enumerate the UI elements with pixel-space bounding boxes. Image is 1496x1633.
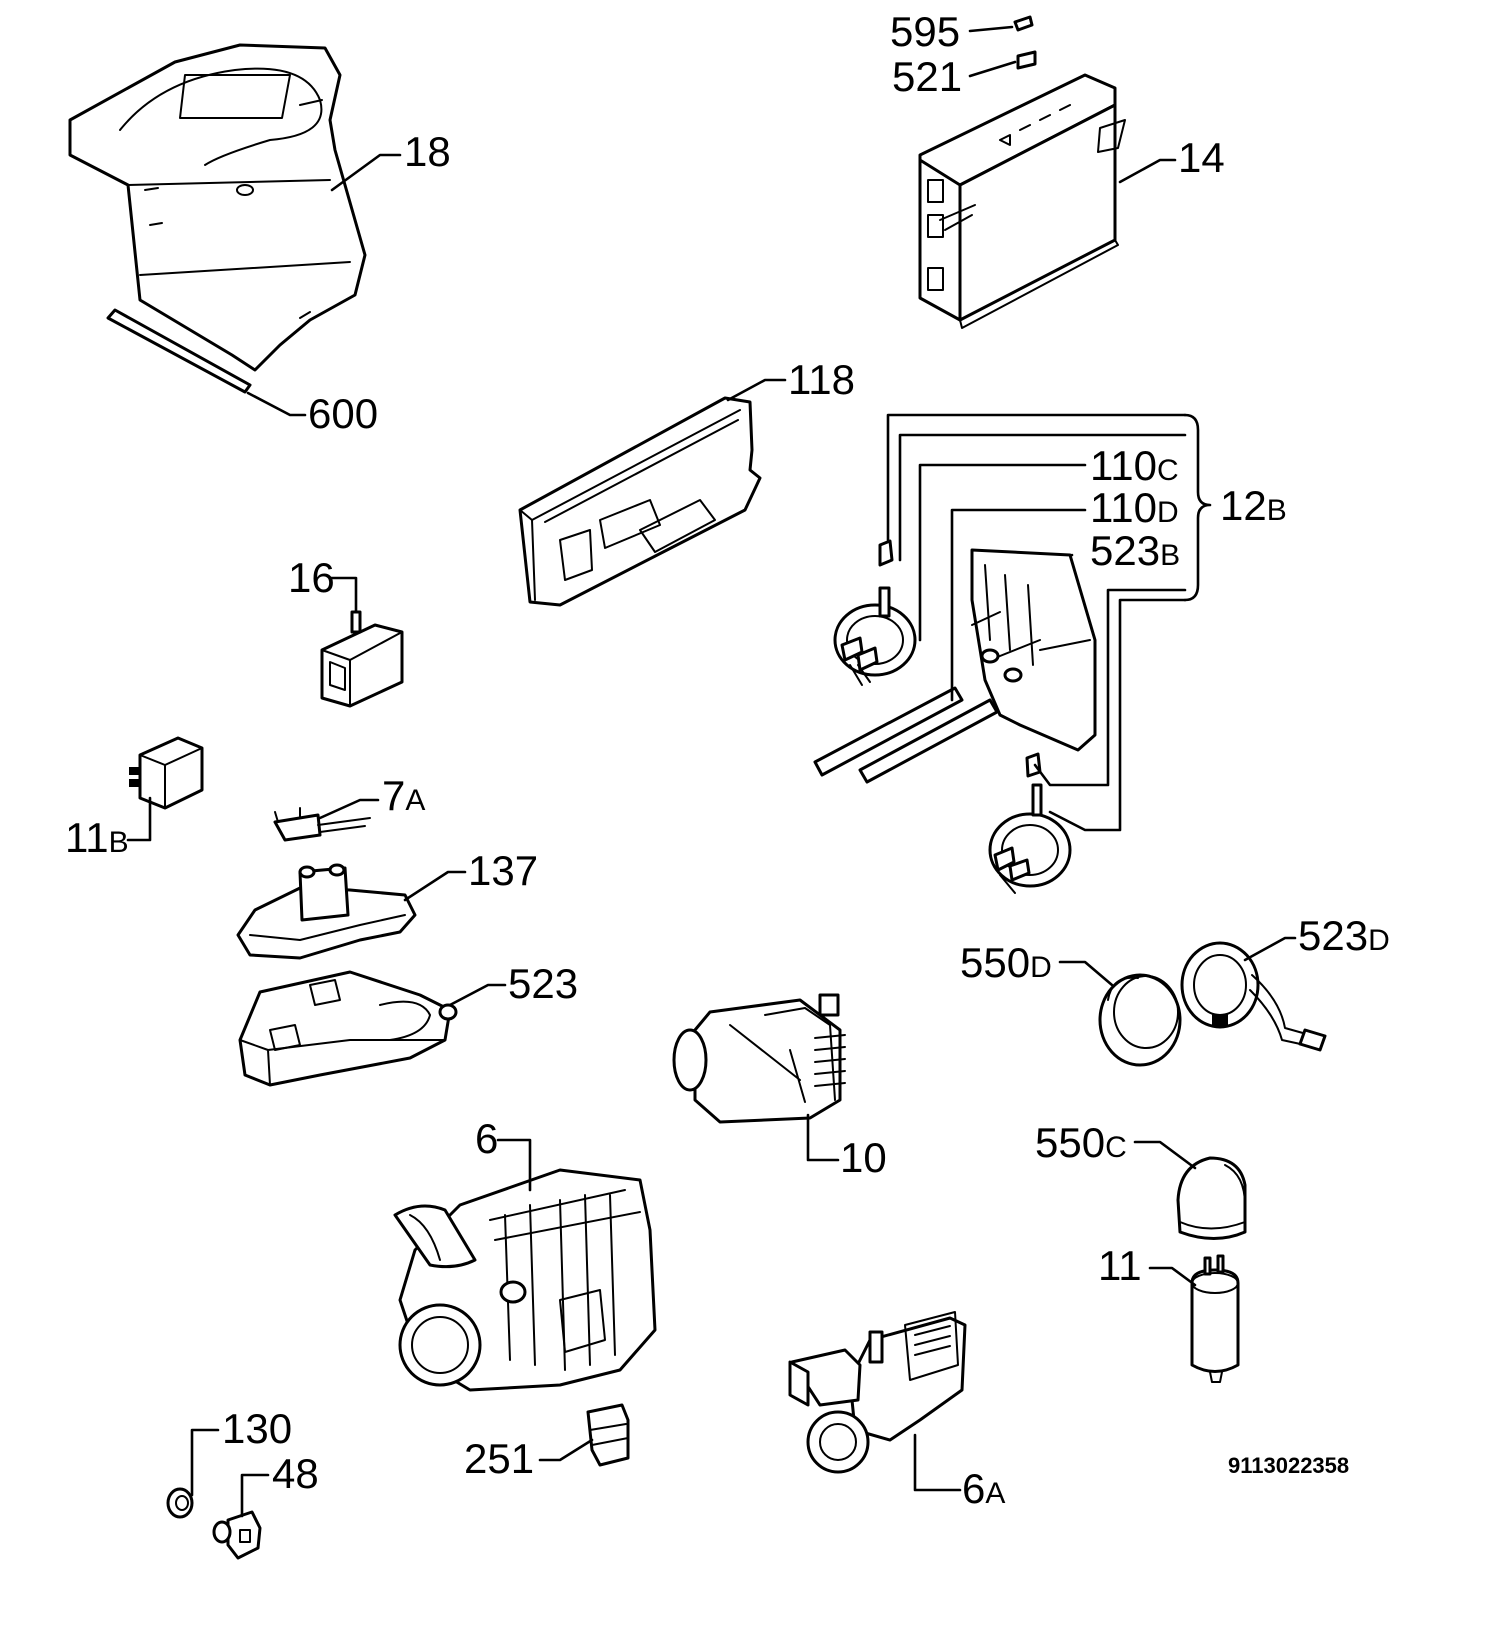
leader-137 [403,870,467,902]
label-550c: 550C [1035,1119,1127,1166]
part-137-cover [236,863,417,960]
part-10-heater [672,993,846,1124]
label-6: 6 [475,1115,498,1162]
part-523-housing [238,970,458,1087]
leader-523 [448,983,507,1007]
leader-550c [1133,1140,1197,1170]
leader-18 [330,153,402,192]
label-110d: 110D [1090,484,1179,531]
label-11: 11 [1098,1242,1142,1289]
label-550d: 550D [960,939,1052,986]
label-12b: 12B [1220,482,1287,529]
label-18: 18 [404,128,451,175]
part-11b-relay [129,736,204,810]
label-118: 118 [788,356,855,403]
leader-11 [1148,1266,1197,1287]
part-521-fuse [1016,50,1037,70]
part-6a-drain-pump [788,1311,967,1474]
leader-251 [538,1438,594,1462]
label-16: 16 [288,554,335,601]
leader-110c [918,463,1087,642]
leader-521 [968,60,1017,78]
label-137: 137 [468,847,538,894]
leader-48 [240,1473,270,1518]
part-11-capacitor [1190,1254,1240,1383]
part-550d-cap [1098,973,1182,1067]
label-600: 600 [308,390,378,437]
label-6a: 6A [962,1465,1005,1512]
label-10: 10 [840,1134,887,1181]
leader-10 [806,1113,840,1162]
part-118-control-panel [518,396,762,607]
part-7a-lever [273,807,371,842]
label-7a: 7A [382,772,425,819]
part-523d-sensor [1180,941,1327,1052]
part-595-fuse [1013,15,1034,32]
leader-12b-4 [1048,598,1187,832]
leader-130 [190,1428,220,1497]
drawing-code: 9113022358 [1228,1453,1349,1478]
label-110c: 110C [1090,442,1179,489]
label-523: 523 [508,960,578,1007]
part-18-air-duct [68,43,367,372]
part-48-plug [212,1510,262,1560]
part-600-seal-strip [106,308,252,394]
label-130: 130 [222,1405,292,1452]
label-251: 251 [464,1435,534,1482]
part-16-switch [320,610,404,708]
part-550c-cap [1176,1156,1247,1240]
label-11b: 11B [65,814,129,861]
label-523d: 523D [1298,912,1390,959]
leader-16 [328,576,358,614]
leader-6a [913,1433,962,1492]
brace-12b [1183,413,1212,602]
part-14-electronic-module [918,73,1126,329]
leader-12b-3 [1033,588,1187,787]
leader-110d [950,508,1087,702]
label-14: 14 [1178,134,1225,181]
part-110d-hoses [813,686,999,784]
part-130-gasket [166,1487,194,1519]
part-6-pump-motor [393,1168,657,1392]
leader-6 [496,1138,532,1192]
leader-14 [1118,158,1177,184]
leader-595 [968,25,1014,33]
label-595: 595 [890,8,960,55]
leader-12b-1 [886,413,1187,542]
leader-118 [726,378,787,402]
leader-7a [318,798,380,820]
leader-12b-2 [898,433,1187,562]
leader-11b [126,796,152,842]
part-523b-pressure-switch [988,752,1072,894]
part-110c-pressure-switch [833,539,917,686]
leader-600 [246,391,307,417]
part-523b-bracket [970,548,1097,752]
label-521: 521 [892,53,962,100]
label-48: 48 [272,1450,319,1497]
leader-523d [1243,936,1297,962]
label-523b: 523B [1090,527,1180,574]
part-251-grommet [586,1403,630,1467]
leader-550d [1058,960,1114,987]
